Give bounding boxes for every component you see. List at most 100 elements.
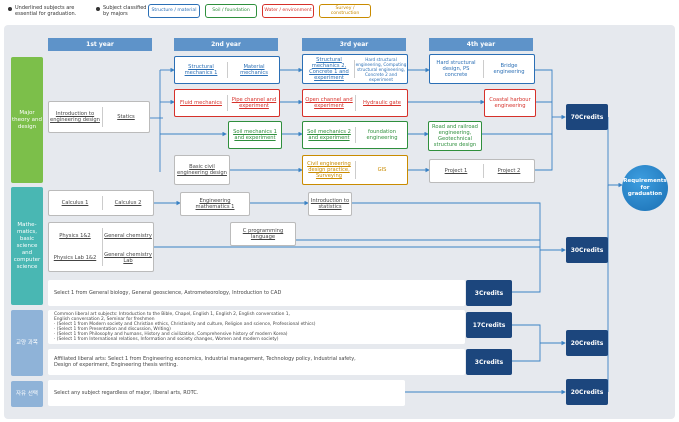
row-label-liberal: 교양 과목 [11, 310, 43, 376]
subject-road-railroad[interactable]: Road and railroad engineering, Geotechni… [432, 124, 478, 148]
common-liberal-line-2: English conversation 2, Seminar for fres… [54, 316, 155, 322]
row-label-major: Major theory and design [11, 57, 43, 183]
subject-struct-mech1[interactable]: Structural mechanics 1 [184, 64, 218, 76]
common-liberal-line-5: · (Select 1 from Philosophy and humans, … [54, 332, 288, 338]
select-general-text: Select 1 from General biology, General g… [54, 290, 282, 296]
select-general-box: Select 1 from General biology, General g… [48, 280, 465, 306]
subject-gis[interactable]: GIS [377, 167, 387, 173]
subject-coastal-harbour[interactable]: Coastal harbour engineering [489, 97, 531, 109]
subject-calculus1[interactable]: Calculus 1 [61, 200, 89, 206]
common-liberal-line-3: · (Select 1 from Modern society and Chri… [54, 321, 316, 327]
divider [227, 95, 228, 111]
subject-civil-design-practice[interactable]: Civil engineering design practice, Surve… [307, 161, 351, 179]
subject-physics-lab[interactable]: Physics Lab 1&2 [53, 255, 97, 261]
credits-3-general: 3Credits [466, 280, 512, 306]
box-eng-math [180, 192, 250, 216]
elective-box: Select any subject regardless of major, … [48, 380, 405, 406]
credits-20-liberal: 20Credits [566, 330, 608, 356]
legend-survey: Survey / construction [319, 4, 371, 18]
legend-survey-label: Survey / construction [330, 5, 360, 17]
divider [227, 62, 228, 78]
divider [102, 228, 103, 266]
subject-intro-stats[interactable]: Introduction to statistics [310, 198, 350, 210]
subject-soil-mech1[interactable]: Soil mechanics 1 and experiment [233, 129, 277, 141]
divider [102, 196, 103, 210]
subject-pipe-channel[interactable]: Pipe channel and experiment [231, 97, 277, 109]
common-liberal-line-6: · (Select 1 from International relations… [54, 337, 279, 343]
subject-hard-struct-list[interactable]: Hard structural engineering, Computing s… [355, 56, 407, 82]
subject-statics[interactable]: Statics [117, 114, 135, 120]
credits-17: 17Credits [466, 312, 512, 338]
box-coastal [484, 89, 536, 117]
divider [355, 127, 356, 143]
affiliated-box: Affiliated liberal arts: Select 1 from E… [48, 349, 465, 375]
legend-water: Water / environment [262, 4, 314, 18]
divider [354, 60, 355, 78]
common-liberal-line-1: Common liberal art subjects: Introductio… [54, 311, 290, 317]
elective-text: Select any subject regardless of major, … [54, 390, 199, 396]
subject-basic-civil[interactable]: Basic civil engineering design [177, 164, 227, 176]
year-3-header: 3rd year [302, 38, 406, 51]
legend-water-label: Water / environment [264, 8, 312, 14]
box-calculus [48, 190, 154, 216]
box-projects [429, 159, 535, 183]
credits-3-affiliated: 3Credits [466, 349, 512, 375]
subject-bridge-eng[interactable]: Bridge engineering [493, 63, 525, 75]
box-soil1 [228, 121, 282, 149]
credits-20-elective: 20Credits [566, 379, 608, 405]
divider [355, 95, 356, 111]
requirements-circle: Requirements for graduation [622, 165, 668, 211]
year-4-header: 4th year [429, 38, 533, 51]
credits-70: 70Credits [566, 104, 608, 130]
subject-open-channel[interactable]: Open channel and experiment [305, 97, 353, 109]
credits-30: 30Credits [566, 237, 608, 263]
subject-gen-chem-lab[interactable]: General chemistry Lab [104, 252, 152, 264]
common-liberal-line-4: · (Select 1 from Presentation and discus… [54, 327, 171, 332]
subject-gen-chem[interactable]: General chemistry [104, 233, 152, 239]
legend: Underlined subjects are essential for gr… [6, 4, 386, 22]
affiliated-line-1: Affiliated liberal arts: Select 1 from E… [54, 356, 356, 362]
box-intro-statics [48, 101, 150, 133]
box-physics-chem [48, 222, 154, 272]
legend-classified: Subject classified by majors [103, 5, 147, 17]
legend-structure-label: Structure / material [151, 8, 197, 14]
row-label-elective: 자유 선택 [11, 381, 43, 407]
subject-c-prog[interactable]: C programming language [242, 228, 284, 240]
subject-eng-math1[interactable]: Engineering mathematics 1 [195, 198, 235, 210]
box-hard-struct-design [429, 54, 535, 84]
legend-soil: Soil / foundation [205, 4, 257, 18]
box-intro-stats [308, 192, 352, 216]
subject-project1[interactable]: Project 1 [444, 168, 468, 174]
subject-fluid-mech[interactable]: Fluid mechanics [180, 100, 222, 106]
box-basic-civil [174, 155, 230, 185]
common-liberal-box: Common liberal art subjects: Introductio… [48, 310, 465, 344]
legend-underlined: Underlined subjects are essential for gr… [15, 5, 77, 17]
subject-hard-struct-design[interactable]: Hard structural design, PS concrete [436, 60, 476, 78]
subject-foundation-eng[interactable]: foundation engineering [366, 129, 398, 141]
box-struct-mech23 [302, 54, 408, 84]
subject-material-mech[interactable]: Material mechanics [240, 64, 268, 76]
bullet-icon [8, 7, 12, 11]
year-1-header: 1st year [48, 38, 152, 51]
subject-intro-eng-design[interactable]: Introduction to engineering design [50, 111, 100, 123]
divider [483, 60, 484, 78]
year-2-header: 2nd year [174, 38, 278, 51]
legend-structure: Structure / material [148, 4, 200, 18]
subject-struct-mech23[interactable]: Structural mechanics 2, Concrete 1 and e… [309, 57, 349, 81]
requirements-label: Requirements for graduation [623, 178, 667, 198]
box-road-railroad [428, 121, 482, 151]
subject-physics[interactable]: Physics 1&2 [59, 233, 91, 239]
subject-hydraulic-gate[interactable]: Hydraulic gate [363, 100, 401, 106]
subject-project2[interactable]: Project 2 [497, 168, 521, 174]
legend-soil-label: Soil / foundation [212, 8, 250, 14]
divider [483, 164, 484, 178]
bullet-icon [96, 7, 100, 11]
subject-calculus2[interactable]: Calculus 2 [114, 200, 142, 206]
row-label-math: Mathe-matics, basic science and computer… [11, 187, 43, 305]
divider [102, 107, 103, 127]
subject-soil-mech2[interactable]: Soil mechanics 2 and experiment [307, 129, 351, 141]
affiliated-line-2: Design of experiment, Engineering thesis… [54, 362, 178, 368]
box-c-prog [230, 222, 296, 246]
divider [355, 161, 356, 179]
